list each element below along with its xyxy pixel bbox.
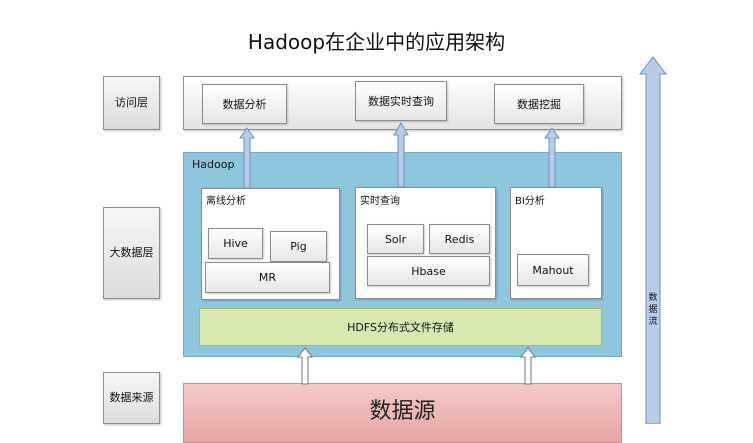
solr-box: Solr — [367, 224, 424, 254]
group-bi-title: BI分析 — [515, 196, 545, 207]
group-offline-title: 离线分析 — [206, 196, 246, 207]
hbase-box: Hbase — [367, 256, 490, 286]
hdfs-storage: HDFS分布式文件存储 — [199, 308, 602, 346]
arrow-up-bi — [544, 127, 560, 188]
arrow-up-source-right — [519, 347, 537, 385]
access-item-data-analysis: 数据分析 — [202, 84, 287, 124]
hadoop-label: Hadoop — [192, 158, 235, 171]
hive-box: Hive — [208, 228, 263, 259]
mahout-box: Mahout — [517, 254, 589, 286]
mr-box: MR — [205, 262, 330, 293]
pig-box: Pig — [270, 231, 327, 262]
layer-label-source: 数据来源 — [103, 372, 160, 424]
diagram-title: Hadoop在企业中的应用架构 — [247, 30, 506, 54]
access-item-data-mining: 数据挖掘 — [494, 84, 584, 124]
arrow-up-offline — [239, 127, 255, 189]
group-realtime-title: 实时查询 — [360, 196, 400, 207]
arrows-layer — [239, 56, 668, 424]
access-item-realtime-query: 数据实时查询 — [355, 81, 447, 121]
layer-label-bigdata: 大数据层 — [103, 207, 160, 299]
redis-box: Redis — [429, 224, 490, 254]
arrow-up-realtime — [393, 122, 409, 188]
arrow-up-source-left — [296, 347, 314, 385]
layer-label-access: 访问层 — [103, 76, 160, 130]
vertical-arrow-label: 数据流 — [648, 293, 658, 327]
vertical-flow-arrow — [638, 56, 668, 424]
